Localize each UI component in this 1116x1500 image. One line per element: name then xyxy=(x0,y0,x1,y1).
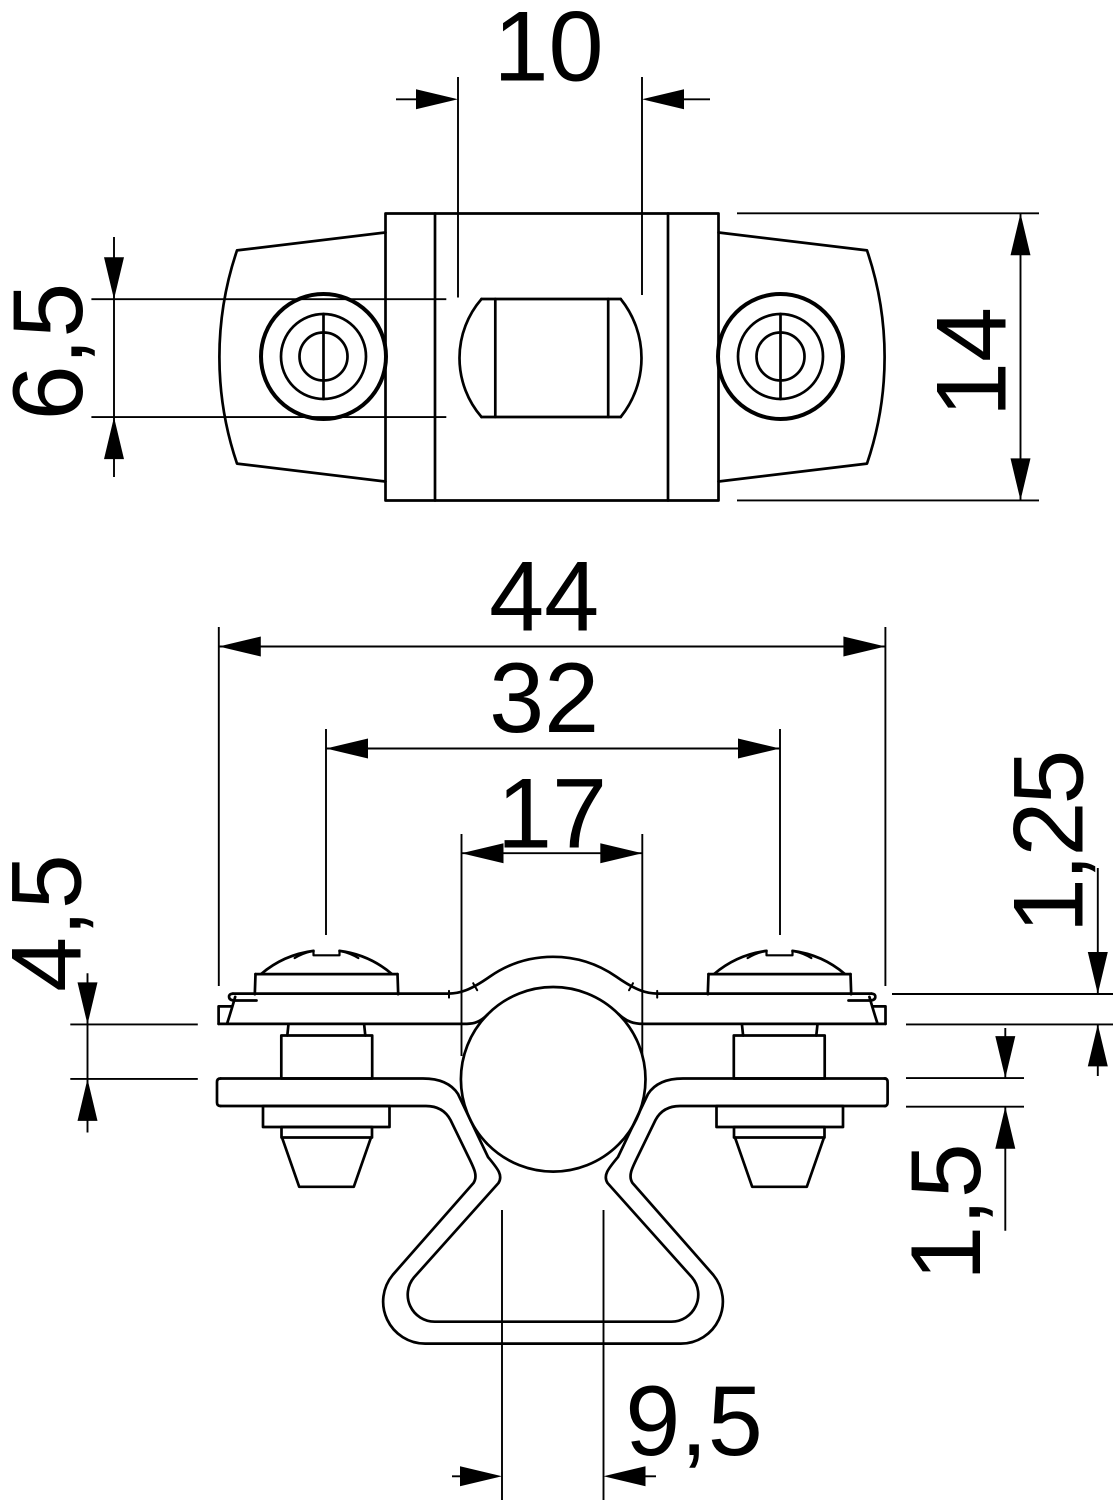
svg-text:10: 10 xyxy=(493,0,603,102)
svg-text:4,5: 4,5 xyxy=(0,854,101,992)
svg-text:44: 44 xyxy=(489,540,599,651)
svg-text:1,5: 1,5 xyxy=(890,1143,1001,1281)
svg-text:17: 17 xyxy=(497,757,607,868)
svg-text:9,5: 9,5 xyxy=(625,1365,763,1476)
svg-text:14: 14 xyxy=(916,307,1027,417)
svg-text:32: 32 xyxy=(489,642,599,753)
svg-text:6,5: 6,5 xyxy=(0,283,103,421)
svg-text:1,25: 1,25 xyxy=(993,753,1104,934)
